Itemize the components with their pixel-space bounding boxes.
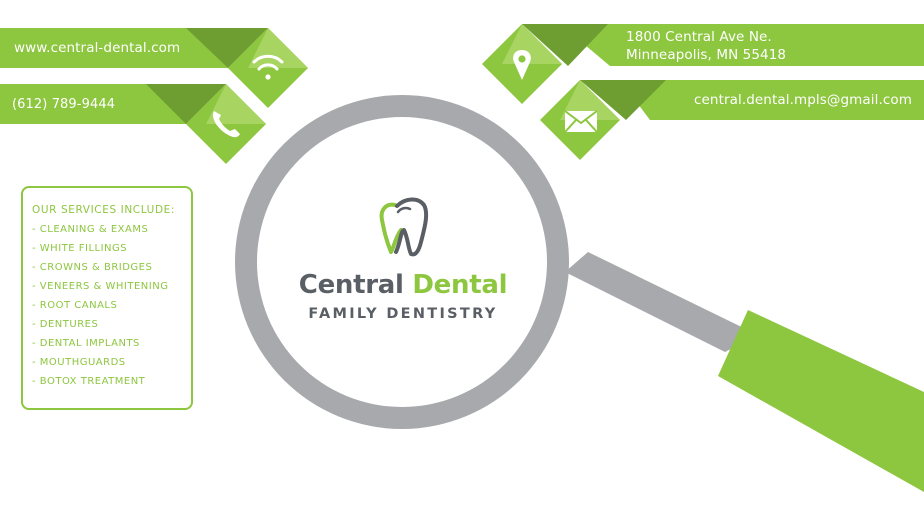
service-item: - DENTAL IMPLANTS	[32, 338, 140, 349]
brand-name: Central Dental	[298, 270, 508, 300]
magnifier-icon	[235, 95, 569, 429]
service-item: - VENEERS & WHITENING	[32, 281, 169, 292]
email-text[interactable]: central.dental.mpls@gmail.com	[693, 92, 912, 108]
service-item: - CLEANING & EXAMS	[32, 224, 149, 235]
service-item: - WHITE FILLINGS	[32, 243, 128, 254]
address-line-2: Minneapolis, MN 55418	[626, 47, 787, 63]
magnifier-handle	[565, 252, 924, 492]
address-text: 1800 Central Ave Ne. Minneapolis, MN 554…	[626, 28, 786, 64]
website-ribbon	[0, 28, 308, 108]
brand-name-part1: Central	[298, 270, 413, 300]
service-item: - ROOT CANALS	[32, 300, 118, 311]
brand-subtitle: FAMILY DENTISTRY	[308, 306, 498, 322]
wifi-icon	[252, 54, 284, 80]
phone-ribbon	[0, 84, 266, 164]
phone-text[interactable]: (612) 789-9444	[12, 97, 116, 112]
services-title: OUR SERVICES INCLUDE:	[32, 204, 176, 216]
service-item: - CROWNS & BRIDGES	[32, 262, 153, 273]
service-item: - MOUTHGUARDS	[32, 357, 126, 368]
tooth-icon	[379, 197, 429, 257]
brand-name-part2: Dental	[412, 270, 508, 300]
website-text[interactable]: www.central-dental.com	[14, 40, 181, 56]
envelope-icon	[564, 110, 598, 133]
address-line-1: 1800 Central Ave Ne.	[626, 29, 772, 45]
service-item: - BOTOX TREATMENT	[32, 376, 146, 387]
phone-icon	[212, 111, 240, 138]
service-item: - DENTURES	[32, 319, 99, 330]
services-list: - CLEANING & EXAMS - WHITE FILLINGS - CR…	[32, 220, 191, 391]
services-box: OUR SERVICES INCLUDE: - CLEANING & EXAMS…	[21, 186, 193, 410]
location-pin-icon	[513, 50, 531, 80]
